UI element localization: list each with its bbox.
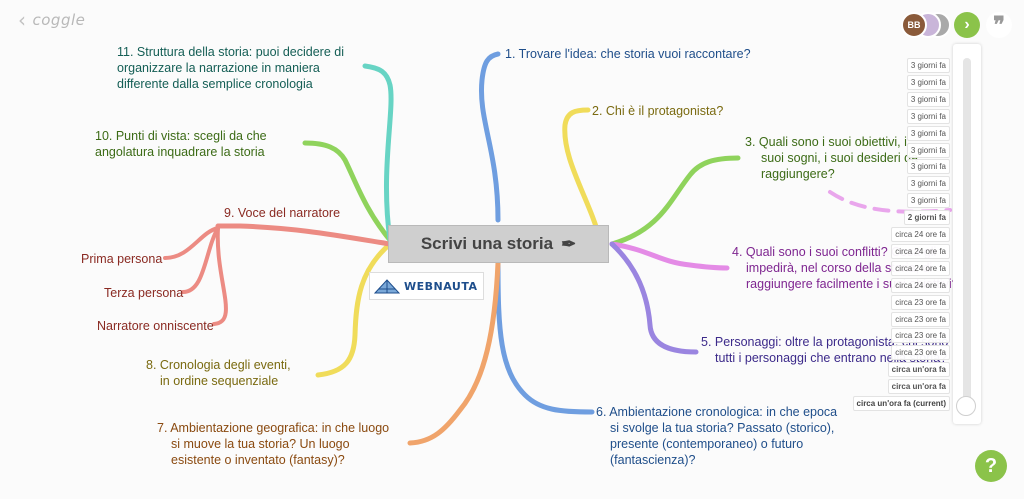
- branch-b1-curve: [478, 51, 501, 223]
- history-entry[interactable]: circa 23 ore fa: [891, 294, 950, 310]
- branch-label-line: 10. Punti di vista: scegli da che: [95, 129, 267, 143]
- branch-b7-curve: [407, 260, 501, 446]
- branch-label-b9b[interactable]: Terza persona: [104, 285, 183, 301]
- branch-label-line: impedirà, nel corso della storia, di: [746, 261, 933, 275]
- branch-label-b11[interactable]: 11. Struttura della storia: puoi decider…: [117, 44, 344, 92]
- pen-icon: ✒: [561, 233, 577, 254]
- branch-label-line: presente (contemporaneo) o futuro: [610, 437, 804, 451]
- branch-label-line: organizzare la narrazione in maniera: [117, 61, 320, 75]
- history-entry[interactable]: 3 giorni fa: [906, 125, 950, 141]
- branch-b9c-curve: [212, 226, 228, 326]
- branch-b8-curve: [315, 241, 393, 378]
- branch-label-line: si svolge la tua storia? Passato (storic…: [610, 421, 835, 435]
- history-entry[interactable]: circa 24 ore fa: [891, 227, 950, 242]
- avatar[interactable]: BB: [901, 12, 927, 38]
- history-entry[interactable]: circa 23 ore fa: [891, 311, 950, 327]
- globe-icon: [374, 279, 400, 294]
- branch-label-line: 2. Chi è il protagonista?: [592, 104, 724, 118]
- history-entry[interactable]: circa 23 ore fa: [891, 345, 950, 361]
- history-track[interactable]: [963, 58, 971, 404]
- branch-label-line: raggiungere?: [761, 167, 835, 181]
- history-entry[interactable]: 3 giorni fa: [906, 91, 950, 107]
- history-entry[interactable]: circa 24 ore fa: [891, 277, 950, 293]
- branch-label-line: 3. Quali sono i suoi obiettivi, i: [745, 135, 907, 149]
- back-to-coggle-link[interactable]: ‹ coggle: [18, 10, 85, 30]
- history-entry[interactable]: circa un'ora fa: [887, 362, 950, 378]
- branch-b9-curve: [215, 223, 393, 247]
- history-entry[interactable]: circa 24 ore fa: [891, 260, 950, 276]
- history-entry[interactable]: circa 24 ore fa: [891, 243, 950, 259]
- branch-b9a-curve: [163, 226, 220, 260]
- branch-label-line: si muove la tua storia? Un luogo: [171, 437, 350, 451]
- branch-label-b10[interactable]: 10. Punti di vista: scegli da che angolat…: [95, 128, 267, 160]
- history-entry[interactable]: 2 giorni fa: [903, 210, 950, 226]
- branch-label-b7[interactable]: 7. Ambientazione geografica: in che luog…: [157, 420, 389, 468]
- branch-label-line: Terza persona: [104, 286, 184, 300]
- central-node[interactable]: Scrivi una storia ✒: [388, 225, 609, 263]
- branch-label-line: 1. Trovare l'idea: che storia vuoi racco…: [505, 47, 751, 61]
- branch-label-line: 9. Voce del narratore: [224, 206, 341, 220]
- branch-label-b3[interactable]: 3. Quali sono i suoi obiettivi, i suoi so…: [745, 134, 918, 182]
- history-slider[interactable]: [953, 44, 981, 424]
- branch-label-line: 8. Cronologia degli eventi,: [146, 358, 291, 372]
- branch-label-line: 11. Struttura della storia: puoi decider…: [117, 45, 344, 59]
- next-button[interactable]: ›: [954, 12, 980, 38]
- chevron-left-icon: ‹: [18, 8, 27, 32]
- help-button[interactable]: ?: [975, 450, 1007, 482]
- coggle-logo: coggle: [32, 11, 86, 29]
- branch-label-line: angolatura inquadrare la storia: [95, 145, 265, 159]
- branch-label-b9c[interactable]: Narratore onniscente: [97, 318, 214, 334]
- branch-label-b6[interactable]: 6. Ambientazione cronologica: in che epo…: [596, 404, 837, 468]
- branch-b6-curve: [495, 260, 595, 415]
- collaborators[interactable]: BB: [901, 12, 951, 38]
- history-entry[interactable]: 3 giorni fa: [906, 58, 950, 73]
- history-entry[interactable]: circa 23 ore fa: [891, 328, 950, 344]
- branch-label-line: in ordine sequenziale: [160, 374, 279, 388]
- branch-b5-curve: [609, 241, 699, 355]
- branch-b9b-curve: [181, 226, 220, 294]
- branch-label-b8[interactable]: 8. Cronologia degli eventi, in ordine seq…: [146, 357, 291, 389]
- branch-label-b2[interactable]: 2. Chi è il protagonista?: [592, 103, 723, 119]
- branch-b4-curve: [609, 241, 730, 271]
- webnauta-image: WEBNAUTA: [369, 272, 484, 300]
- branch-label-line: Narratore onniscente: [97, 319, 214, 333]
- branch-b3-curve: [609, 155, 741, 247]
- branch-b11-curve: [362, 63, 394, 243]
- branch-label-line: esistente o inventato (fantasy)?: [171, 453, 345, 467]
- history-entry[interactable]: 3 giorni fa: [906, 159, 950, 175]
- history-slider-knob[interactable]: [956, 396, 976, 416]
- branch-label-line: 4. Quali sono i suoi conflitti? Cosa gli: [732, 245, 937, 259]
- branch-label-b9a[interactable]: Prima persona: [81, 251, 162, 267]
- history-entry[interactable]: 3 giorni fa: [906, 176, 950, 192]
- history-entry[interactable]: 3 giorni fa: [906, 193, 950, 209]
- branch-label-line: 7. Ambientazione geografica: in che luog…: [157, 421, 390, 435]
- branch-label-line: Prima persona: [81, 252, 163, 266]
- history-entry[interactable]: 3 giorni fa: [906, 74, 950, 90]
- branch-b2-curve: [562, 107, 603, 243]
- webnauta-label: WEBNAUTA: [404, 279, 478, 293]
- branch-label-line: differente dalla semplice cronologia: [117, 77, 313, 91]
- branch-b10-curve: [302, 140, 393, 243]
- branch-label-line: tutti i personaggi che entrano nella sto…: [715, 351, 948, 365]
- central-node-title: Scrivi una storia: [420, 234, 554, 253]
- history-entry[interactable]: 3 giorni fa: [906, 142, 950, 158]
- branch-label-b1[interactable]: 1. Trovare l'idea: che storia vuoi racco…: [505, 46, 751, 62]
- comments-button[interactable]: ❞: [986, 12, 1012, 38]
- history-entry[interactable]: circa un'ora fa (current): [852, 396, 950, 411]
- history-entry[interactable]: circa un'ora fa: [887, 379, 950, 395]
- branch-label-b5[interactable]: 5. Personaggi: oltre la protagonista, ch…: [701, 334, 948, 366]
- branch-label-line: (fantascienza)?: [610, 453, 696, 467]
- history-entry[interactable]: 3 giorni fa: [906, 108, 950, 124]
- branch-label-line: 6. Ambientazione cronologica: in che epo…: [596, 405, 838, 419]
- branch-label-line: suoi sogni, i suoi desideri da: [761, 151, 919, 165]
- branch-label-line: 5. Personaggi: oltre la protagonista, ch…: [701, 335, 949, 349]
- branch-label-b9[interactable]: 9. Voce del narratore: [224, 205, 340, 221]
